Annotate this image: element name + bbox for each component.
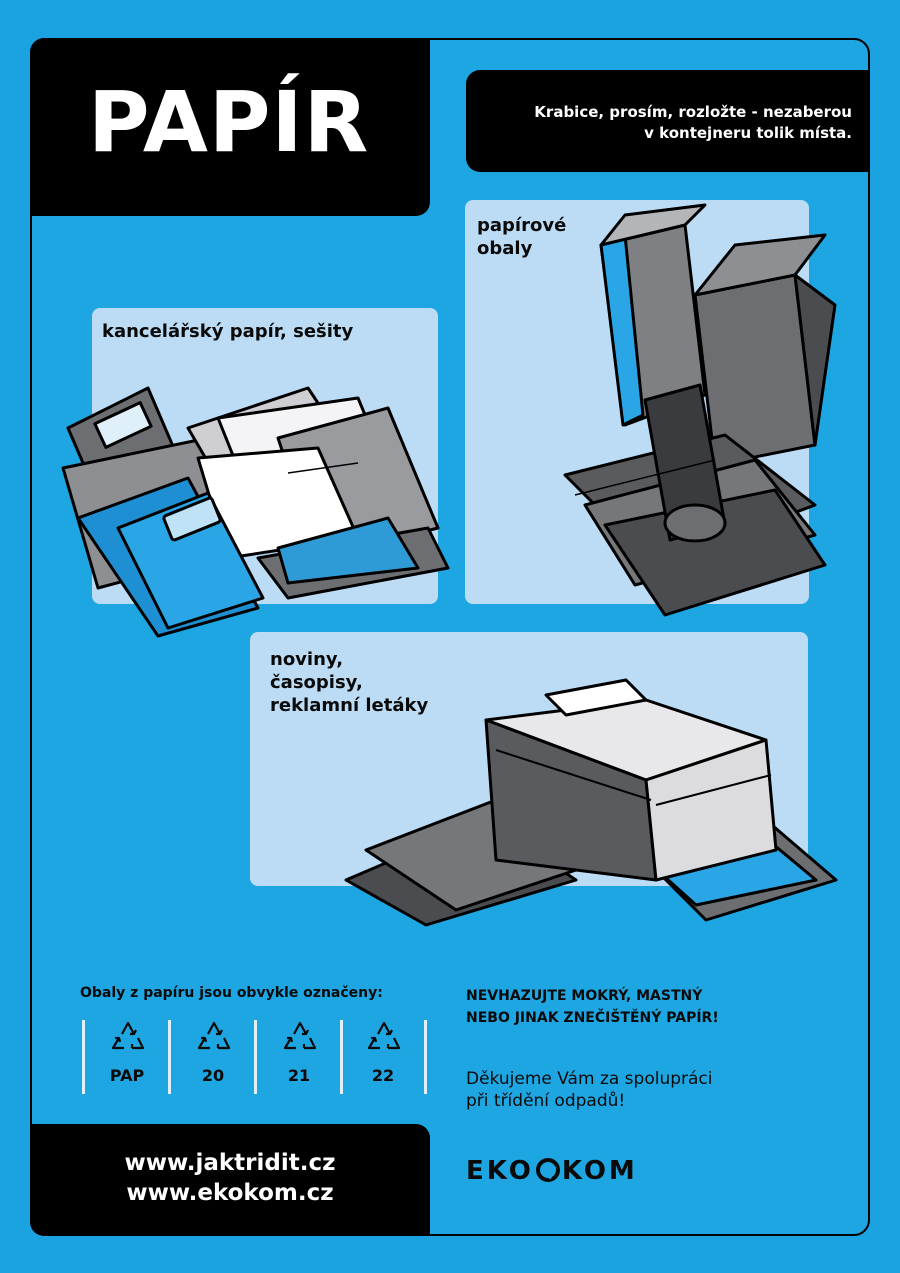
page-title: PAPÍR (88, 73, 370, 171)
notebooks-papers-illustration (61, 386, 450, 638)
title-banner (30, 38, 430, 216)
logo-recycle-icon (535, 1158, 560, 1182)
recycle-code-pap: PAP (84, 1018, 170, 1094)
logo-text-left: EKO (466, 1156, 534, 1186)
recycle-icon (111, 1021, 145, 1050)
note-text: Krabice, prosím, rozložte - nezaberou v … (534, 103, 852, 142)
footer-banner (30, 1124, 430, 1236)
code-divider (254, 1020, 257, 1094)
code-divider (82, 1020, 85, 1094)
recycle-code-label: 20 (201, 1066, 225, 1085)
recycle-code-label: 21 (287, 1066, 311, 1085)
recycle-code-21: 21 (256, 1018, 342, 1094)
thanks-text: Děkujeme Vám za spolupráci při třídění o… (466, 1069, 713, 1111)
paper-packaging-illustration (563, 203, 837, 617)
recycle-icon (367, 1021, 401, 1050)
link-jaktridit[interactable]: www.jaktridit.cz (124, 1150, 336, 1176)
code-divider (340, 1020, 343, 1094)
recycle-code-label: 22 (371, 1066, 395, 1085)
recycle-code-22: 22 (340, 1018, 426, 1094)
panel-label-office-paper: kancelářský papír, sešity (102, 321, 354, 342)
recycle-code-20: 20 (170, 1018, 256, 1094)
panel-label-paper-packaging: papírové obaly (477, 215, 567, 259)
ekokom-logo: EKO KOM (466, 1156, 638, 1186)
note-banner (466, 70, 870, 172)
link-ekokom[interactable]: www.ekokom.cz (126, 1180, 334, 1206)
code-divider (168, 1020, 171, 1094)
recycle-icon (197, 1021, 231, 1050)
code-divider (424, 1020, 427, 1094)
logo-text-right: KOM (561, 1156, 638, 1186)
warning-text: NEVHAZUJTE MOKRÝ, MASTNÝ NEBO JINAK ZNEČ… (466, 988, 719, 1026)
recycle-code-label: PAP (109, 1066, 145, 1085)
panel-label-newspapers: noviny, časopisy, reklamní letáky (270, 649, 429, 716)
recycle-icon (283, 1021, 317, 1050)
newspapers-stack-illustration (344, 678, 838, 927)
codes-title: Obaly z papíru jsou obvykle označeny: (80, 985, 383, 1001)
